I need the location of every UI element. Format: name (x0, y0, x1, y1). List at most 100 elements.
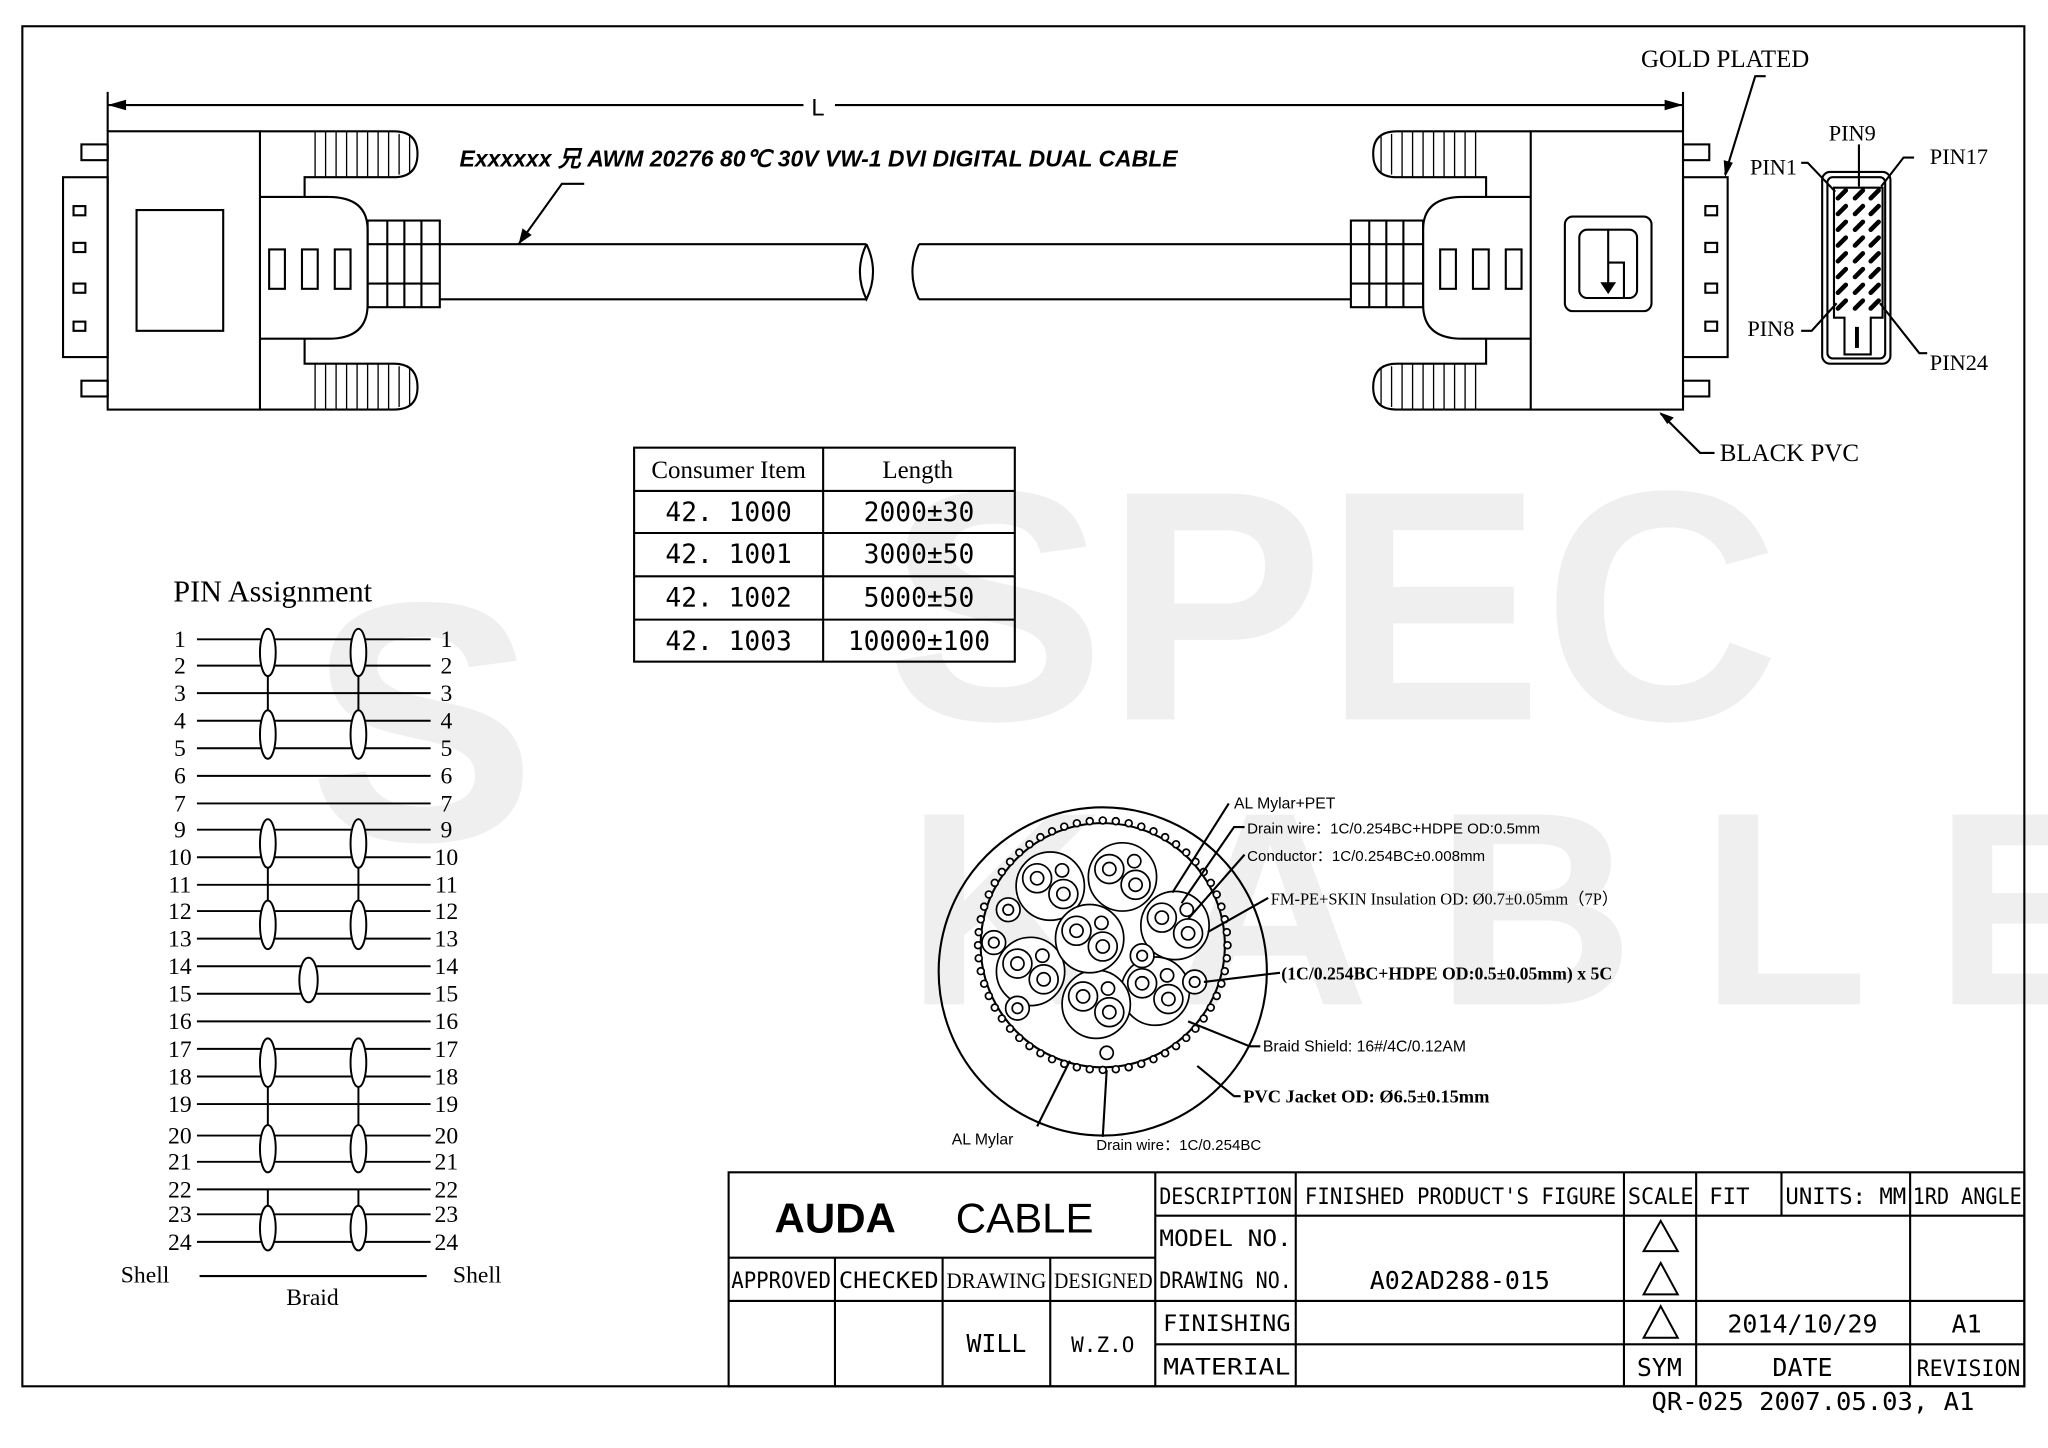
braid-strand (997, 867, 1007, 877)
title-block (727, 1171, 2026, 1388)
braid-strand (1212, 890, 1221, 899)
conductor (1029, 870, 1045, 886)
twisted-pair-marker (258, 709, 277, 760)
braid-strand (976, 915, 986, 924)
drain-wire (1094, 915, 1109, 931)
pin-number-left: 2 (174, 653, 186, 679)
braid-strand (976, 966, 986, 976)
gold-plated-label: GOLD PLATED (1641, 46, 1809, 73)
approved-label: APPROVED (731, 1268, 831, 1294)
conductor (1134, 975, 1150, 991)
braid-strand (1220, 966, 1230, 976)
braid-strand (974, 953, 984, 963)
company-cable: CABLE (956, 1195, 1094, 1242)
single-conductor (1002, 903, 1015, 916)
header-length: Length (882, 457, 953, 484)
conductor (1069, 923, 1084, 939)
pin-number-right: 3 (440, 681, 452, 707)
braid-strand (1222, 953, 1232, 963)
pin-number-right: 2 (440, 653, 452, 679)
braid-strand (1072, 818, 1082, 828)
braid-strand (1217, 979, 1226, 989)
braid-strand (990, 878, 1000, 888)
drain-wire (1054, 862, 1070, 878)
drawing-by-value: WILL (966, 1329, 1026, 1358)
braid-strand (1137, 1059, 1146, 1069)
label-conductor: Conductor：1C/0.254BC±0.008mm (1247, 848, 1485, 865)
pin-number-left: 24 (168, 1230, 192, 1256)
braid-strand (1223, 940, 1232, 950)
pin-number-left: 4 (174, 709, 186, 735)
pin-number-right: 16 (435, 1009, 459, 1035)
cable-marking: Exxxxxx 兄 AWM 20276 80℃ 30V VW-1 DVI DIG… (460, 146, 1179, 172)
pin-number-left: 20 (168, 1123, 192, 1149)
label-insulation: FM-PE+SKIN Insulation OD: Ø0.7±0.05mm（7P… (1271, 890, 1618, 909)
braid-strand (1149, 827, 1158, 836)
pin-number-right: 14 (435, 954, 459, 980)
pin-number-left: 7 (174, 791, 186, 817)
shell-right-label: Shell (453, 1263, 502, 1289)
designed-by-value: W.Z.O (1071, 1333, 1134, 1357)
pin-number-left: 6 (174, 764, 186, 790)
pin1-label: PIN1 (1750, 155, 1797, 180)
braid-strand (1199, 1014, 1208, 1023)
pin-number-right: 7 (440, 791, 452, 817)
pin-number-right: 12 (435, 899, 459, 925)
pin-number-left: 5 (174, 736, 186, 762)
watermark-s: S (309, 532, 537, 913)
drain-wire (1034, 948, 1050, 964)
pin-number-right: 4 (440, 709, 452, 735)
drain-wire (1159, 967, 1175, 983)
braid-strand (1025, 1041, 1034, 1051)
braid-strand (1085, 1064, 1094, 1074)
pin-number-right: 1 (440, 627, 452, 653)
pin-number-right: 17 (435, 1037, 459, 1063)
braid-strand (1047, 827, 1057, 836)
braid-strand (1137, 822, 1146, 831)
pin-assignment-title: PIN Assignment (173, 574, 372, 608)
pin-number-left: 11 (169, 873, 192, 899)
table-cell-item: 42. 1001 (665, 540, 791, 570)
label-drain-wire: Drain wire：1C/0.254BC+HDPE OD:0.5mm (1247, 821, 1540, 838)
material-label: MATERIAL (1163, 1354, 1290, 1380)
braid-strand (979, 979, 989, 989)
pin-number-right: 10 (435, 845, 459, 871)
braid-strand (1047, 1054, 1057, 1064)
braid-strand (984, 991, 994, 1001)
angle-value: 1RD ANGLE (1913, 1184, 2022, 1210)
conductor (1036, 971, 1052, 987)
twisted-pair-marker (349, 627, 368, 678)
braid-strand (1217, 902, 1226, 911)
conductor (1160, 991, 1176, 1007)
conductor (1101, 1004, 1117, 1020)
braid-strand (1124, 818, 1133, 828)
braid-strand (1005, 857, 1015, 867)
description-value: FINISHED PRODUCT'S FIGURE (1305, 1184, 1616, 1210)
pin-number-left: 1 (174, 627, 186, 653)
pin-number-right: 11 (435, 873, 458, 899)
pin-number-left: 21 (168, 1150, 192, 1176)
braid-strand (1206, 1003, 1216, 1012)
braid-strand (1149, 1054, 1158, 1064)
label-pvc-jacket: PVC Jacket OD: Ø6.5±0.15mm (1243, 1087, 1489, 1107)
braid-strand (984, 890, 994, 899)
conductor (1128, 877, 1144, 893)
logo-icon (1563, 215, 1653, 313)
twisted-pair-marker (258, 818, 277, 869)
designed-label: DESIGNED (1054, 1268, 1152, 1293)
drawing-label: DRAWING (947, 1268, 1047, 1293)
pin-number-right: 21 (435, 1150, 459, 1176)
braid-strand (1171, 1041, 1181, 1051)
twisted-pair-marker (349, 1204, 368, 1252)
twisted-pair-marker (258, 1037, 277, 1088)
description-label: DESCRIPTION (1159, 1184, 1292, 1210)
revision-value: A1 (1952, 1309, 1982, 1338)
braid-label: Braid (286, 1285, 339, 1311)
pin-number-right: 13 (435, 927, 459, 953)
pin-number-left: 9 (174, 818, 186, 844)
pin-number-right: 19 (435, 1092, 459, 1118)
twisted-pair-marker (258, 1124, 277, 1174)
pin-number-right: 18 (435, 1064, 459, 1090)
twisted-pair-marker (258, 899, 277, 951)
